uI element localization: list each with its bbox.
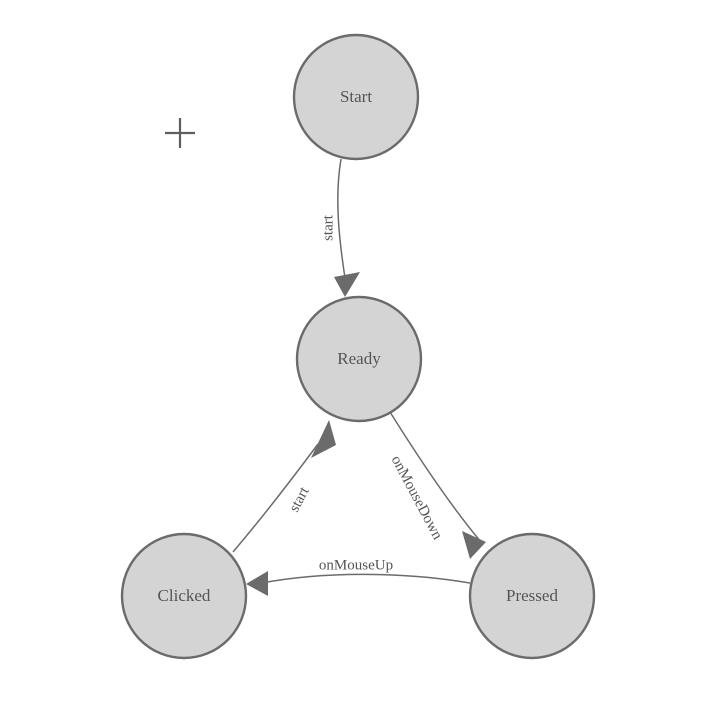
state-node-clicked[interactable]: Clicked: [120, 532, 248, 660]
edge-pressed-to-clicked-arrowhead: [246, 571, 268, 596]
edge-label-clicked-to-ready: start: [286, 484, 313, 515]
edge-label-ready-to-pressed: onMouseDown: [388, 453, 446, 543]
state-node-ready-label: Ready: [337, 349, 381, 368]
edge-pressed-to-clicked[interactable]: onMouseUp: [246, 557, 471, 596]
edge-start-to-ready-arrowhead: [334, 272, 360, 297]
state-node-ready-circle[interactable]: [295, 295, 423, 423]
edge-ready-to-pressed-arrowhead: [462, 531, 486, 559]
edge-label-pressed-to-clicked: onMouseUp: [319, 557, 393, 573]
state-node-start[interactable]: Start: [292, 33, 420, 161]
state-node-start-label: Start: [340, 87, 372, 106]
edge-label-start-to-ready: start: [320, 214, 336, 241]
crosshair-marker-icon: [165, 118, 195, 148]
edge-ready-to-pressed-path: [389, 411, 482, 543]
state-node-pressed-label: Pressed: [506, 586, 558, 605]
edge-clicked-to-ready[interactable]: start: [232, 420, 336, 553]
state-node-clicked-label: Clicked: [158, 586, 211, 605]
state-node-start-circle[interactable]: [292, 33, 420, 161]
state-node-pressed-circle[interactable]: [468, 532, 596, 660]
edge-pressed-to-clicked-path: [261, 573, 471, 584]
edge-clicked-to-ready-arrowhead: [311, 420, 336, 458]
edge-ready-to-pressed[interactable]: onMouseDown: [388, 411, 486, 559]
edge-clicked-to-ready-path: [232, 443, 319, 553]
edge-start-to-ready[interactable]: start: [320, 158, 360, 297]
edge-start-to-ready-path: [337, 158, 346, 279]
state-node-ready[interactable]: Ready: [295, 295, 423, 423]
state-node-clicked-circle[interactable]: [120, 532, 248, 660]
state-node-pressed[interactable]: Pressed: [468, 532, 596, 660]
